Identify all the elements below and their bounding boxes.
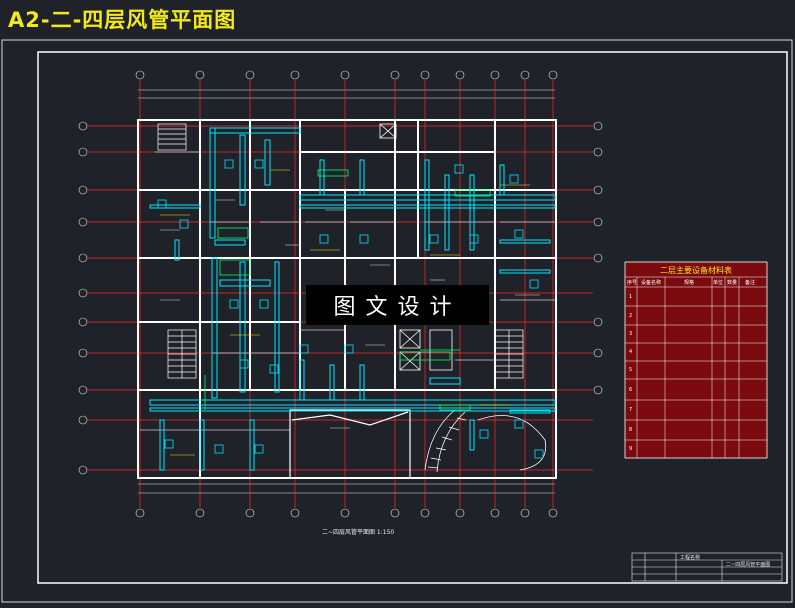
- axis-bubbles-top: [135, 70, 558, 80]
- legend-header-spec: 规格: [684, 280, 695, 286]
- legend-header-name: 设备名称: [641, 280, 662, 286]
- curved-stair: [424, 409, 547, 473]
- legend-row-number: 9: [629, 446, 633, 452]
- legend-row-number: 6: [629, 387, 633, 393]
- legend-row-number: 7: [629, 407, 633, 413]
- equipment-markers: [204, 169, 491, 411]
- room-partitions: [140, 151, 556, 431]
- legend-header-unit: 单位: [713, 280, 724, 286]
- elevator-core: [379, 123, 453, 371]
- title-block-project: 工程名称: [680, 555, 701, 561]
- outer-frame: [1, 39, 793, 603]
- watermark-overlay: 图文设计: [306, 285, 489, 325]
- legend-header-qty: 数量: [727, 280, 738, 286]
- plan-caption: 二~四层风管平面图 1:150: [322, 529, 395, 536]
- top-dimension-lines: [138, 89, 555, 494]
- room-label-marks: [160, 199, 540, 429]
- legend-row-number: 3: [629, 331, 633, 337]
- axis-bubbles-left: [78, 121, 88, 475]
- legend-header-no: 序号: [627, 280, 638, 286]
- legend-row-number: 2: [629, 313, 633, 319]
- duct-network: [149, 127, 556, 471]
- title-block-drawing-name: 二~四层风管平面图: [726, 562, 771, 568]
- duct-annotations: [160, 169, 530, 456]
- air-diffusers: [157, 159, 544, 459]
- axis-bubbles-right: [593, 121, 603, 395]
- page-title: A2-二-四层风管平面图: [8, 8, 237, 32]
- building-walls: [137, 119, 557, 479]
- atrium: [289, 409, 411, 479]
- legend-table: [624, 261, 768, 459]
- title-block: [631, 552, 783, 582]
- legend-header-note: 备注: [745, 280, 756, 286]
- legend-title: 二层主要设备材料表: [660, 266, 732, 275]
- legend-row-number: 4: [629, 349, 633, 355]
- legend-row-number: 5: [629, 367, 633, 373]
- legend-row-number: 8: [629, 427, 633, 433]
- inner-frame: [37, 51, 788, 584]
- axis-bubbles-bottom: [135, 508, 558, 518]
- legend-row-number: 1: [629, 294, 633, 300]
- stairs: [157, 123, 524, 379]
